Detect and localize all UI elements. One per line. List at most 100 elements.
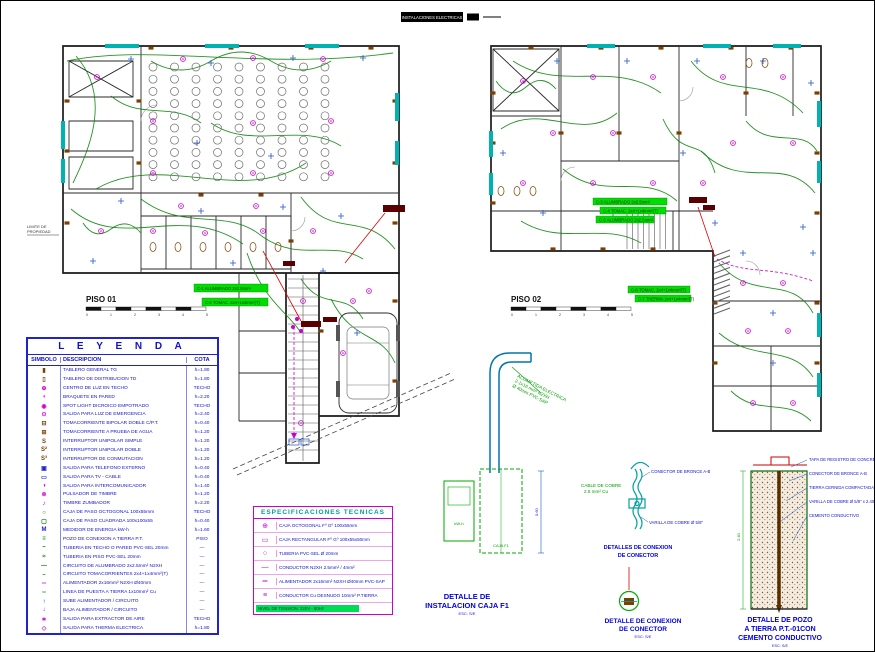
- title-mark: [467, 13, 479, 21]
- sanitary-fixture: [149, 242, 157, 252]
- chair: [191, 135, 201, 145]
- chair: [148, 135, 158, 145]
- legend-cota: TECHO: [193, 616, 211, 622]
- legend-description: CENTRO DE LUZ EN TECHO: [61, 383, 187, 393]
- label-leader: [641, 471, 651, 478]
- legend-symbol-icon: ▮: [28, 366, 61, 375]
- wire-path: [718, 262, 814, 314]
- wire-path: [82, 222, 142, 235]
- leader-line: [262, 212, 386, 322]
- junction-symbol: [554, 58, 560, 64]
- meter-window: [447, 486, 471, 506]
- stair-hatch: [713, 249, 731, 257]
- legend-description: SALIDA PARA THERMA ELECTRICA: [61, 623, 187, 633]
- scale-segment: [585, 306, 602, 311]
- dim-text: 2.40: [736, 532, 741, 541]
- stair-hatch: [713, 266, 731, 274]
- chair: [213, 111, 222, 121]
- junction-symbol: [338, 213, 344, 219]
- part-label: CONECTOR DE BRONCE A-B: [651, 469, 711, 474]
- detail-caja: ACOMETIDA ELECTRICA 2-1x16 mm² N2XH Ø 40…: [425, 352, 568, 616]
- outlet-symbol: [814, 151, 820, 155]
- light-symbol-dot: [322, 58, 324, 60]
- legend-cota: h=2.20: [194, 501, 210, 507]
- chair: [277, 62, 287, 72]
- sanitary-fixture: [513, 186, 521, 196]
- light-symbol-dot: [312, 230, 314, 232]
- feeder-node: [295, 317, 299, 321]
- specs-row: ⊕CAJA OCTOGONAL Fº Gº 100x55mm: [254, 519, 392, 533]
- boundary-note: PROPIEDAD: [27, 229, 51, 234]
- sanitary-fixture: [745, 58, 753, 68]
- chair: [299, 123, 308, 133]
- chair: [234, 172, 244, 182]
- chair: [256, 135, 265, 145]
- light-symbol-dot: [722, 76, 724, 78]
- chair: [191, 172, 201, 182]
- feeder-node: [299, 329, 303, 333]
- panel-symbol: [689, 197, 707, 203]
- legend-symbol-icon: ▣: [28, 463, 61, 473]
- specs-symbol-icon: —: [254, 564, 277, 571]
- junction-symbol: [354, 330, 360, 336]
- outlet-symbol: [528, 46, 534, 50]
- clamp-bolt: [634, 500, 640, 507]
- feeder-dashed: [716, 258, 814, 282]
- chair: [213, 160, 222, 169]
- scale-segment: [160, 306, 177, 311]
- legend-description: INTERRUPTOR UNIPOLAR SIMPLE: [61, 437, 187, 447]
- chair: [213, 172, 222, 182]
- plan-name-left: PISO 01: [86, 295, 117, 304]
- outlet-symbol: [814, 211, 820, 215]
- chair: [277, 148, 287, 157]
- scale-tick: 1: [535, 313, 537, 317]
- chair: [256, 111, 265, 121]
- wire-path: [500, 112, 618, 130]
- legend-description: TOMACORRIENTE A PRUEBA DE AGUA: [61, 428, 187, 438]
- outlet-symbol: [743, 91, 749, 95]
- legend-row: ~TUBERIA EN TECHO O PARED PVC-SEL 20mm—: [28, 543, 217, 553]
- specs-row: ≡CONDUCTOR Cu DESNUDO 10mm² P.TIERRA: [254, 589, 392, 603]
- outlet-symbol: [318, 329, 324, 333]
- chair: [213, 62, 222, 72]
- wire-path: [662, 118, 716, 174]
- chair: [277, 172, 287, 182]
- chair: [234, 74, 244, 84]
- light-symbol-dot: [787, 330, 789, 332]
- legend-symbol-icon: ▯: [28, 374, 61, 384]
- outlet-symbol: [64, 221, 70, 225]
- light-symbol-dot: [152, 172, 154, 174]
- chair: [148, 172, 158, 182]
- legend-description: CAJA DE PASO CUADRADA 100x100x55: [61, 517, 187, 527]
- circuit-highlight: [193, 283, 269, 293]
- chair: [277, 87, 287, 96]
- legend-description: TUBERIA EN PISO PVC-SEL 20mm: [61, 552, 187, 562]
- legend-symbol-icon: ◇: [28, 623, 61, 633]
- chair: [256, 148, 265, 157]
- scale-tick: 4: [182, 313, 184, 317]
- door-arc: [560, 86, 761, 276]
- light-symbol-dot: [752, 402, 754, 404]
- chair: [299, 74, 308, 84]
- light-symbol: [750, 400, 756, 406]
- specs-symbol-icon: ⊕: [254, 521, 277, 530]
- ramp-room: [68, 60, 134, 98]
- chair: [170, 99, 179, 108]
- outlet-symbol: [64, 149, 70, 153]
- legend-cota: —: [199, 607, 205, 613]
- meter-label: kW-h: [454, 521, 463, 526]
- light-symbol-dot: [204, 232, 206, 234]
- chair: [320, 62, 330, 72]
- junction-symbol: [198, 208, 204, 214]
- wire-path: [512, 60, 662, 94]
- legend-cota: —: [199, 572, 205, 578]
- specs-body: ⊕CAJA OCTOGONAL Fº Gº 100x55mm▭CAJA RECT…: [254, 519, 392, 603]
- side-rooms: [68, 120, 134, 190]
- panel-symbol: [283, 261, 295, 266]
- stair-hatch: [713, 272, 731, 280]
- stair-hatch: [713, 307, 731, 315]
